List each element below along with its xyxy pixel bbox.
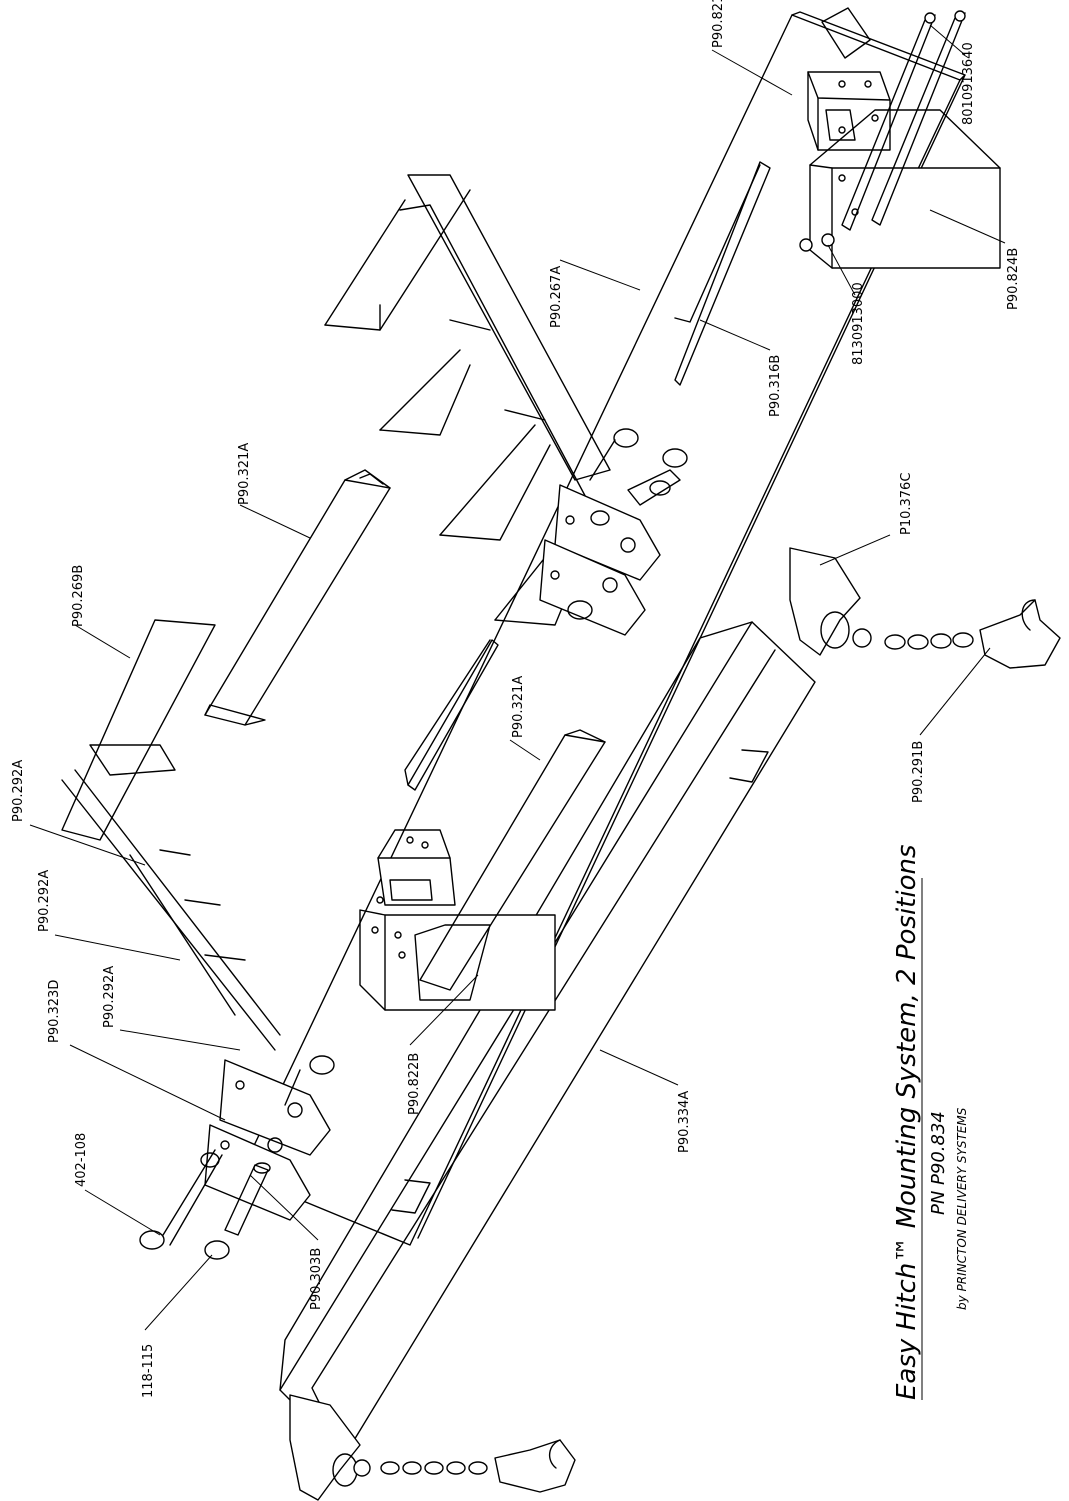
- nuts-8130913000: [799, 233, 835, 252]
- label-118-115: 118-115: [141, 1344, 156, 1398]
- title-pn: PN P90.834: [928, 1111, 949, 1215]
- label-p90-303b: P90.303B: [309, 1248, 324, 1310]
- leader-lines: [29, 24, 1006, 1331]
- label-p90-821b: P90.821B: [711, 0, 726, 48]
- label-402-108: 402-108: [74, 1133, 89, 1187]
- title-block: Easy Hitch™ Mounting System, 2 Positions…: [892, 844, 969, 1400]
- sleeve-p90-821b: [807, 71, 891, 151]
- label-p90-822b: P90.822B: [407, 1053, 422, 1115]
- left-bracket-plates: [139, 1055, 335, 1260]
- label-p90-292a-3: P90.292A: [102, 966, 117, 1028]
- gusset-middle: [404, 639, 499, 791]
- hook-chain-lower: [289, 1394, 576, 1501]
- title-by: by PRINCTON DELIVERY SYSTEMS: [955, 1107, 969, 1310]
- tube-p90-321a-top: [204, 469, 391, 726]
- main-beam-p90-267a: [239, 7, 966, 1246]
- label-p90-292a-2: P90.292A: [37, 870, 52, 932]
- label-p90-323d: P90.323D: [47, 980, 62, 1043]
- tube-p90-321a-mid: [419, 729, 606, 991]
- label-p90-316b: P90.316B: [768, 355, 783, 417]
- label-p90-269b: P90.269B: [71, 565, 86, 627]
- plate-p90-822b: [359, 909, 556, 1011]
- gusset-p90-316b: [674, 161, 771, 386]
- title-main: Easy Hitch™ Mounting System, 2 Positions: [892, 844, 922, 1400]
- sleeve-middle: [376, 829, 456, 906]
- long-bar-p90-334a: [279, 621, 816, 1456]
- label-p90-267a: P90.267A: [549, 266, 564, 328]
- label-p10-376c: P10.376C: [899, 473, 914, 535]
- label-p90-291b: P90.291B: [911, 741, 926, 803]
- label-p90-334a: P90.334A: [677, 1091, 692, 1153]
- bolts-8010913640: [841, 10, 966, 231]
- label-p90-321a-mid: P90.321A: [511, 676, 526, 738]
- label-p90-321a-top: P90.321A: [237, 443, 252, 505]
- label-8130913000: 8130913000: [851, 282, 866, 365]
- label-8010913640: 8010913640: [961, 42, 976, 125]
- right-bracket-plates: [539, 428, 688, 636]
- hook-chain-p10-376c: [789, 547, 1061, 669]
- part-labels: P90.821B 8010913640 P90.824B 8130913000 …: [11, 0, 1021, 1398]
- label-p90-292a-1: P90.292A: [11, 760, 26, 822]
- label-p90-824b: P90.824B: [1006, 248, 1021, 310]
- frame-p90-269b: [61, 619, 281, 1051]
